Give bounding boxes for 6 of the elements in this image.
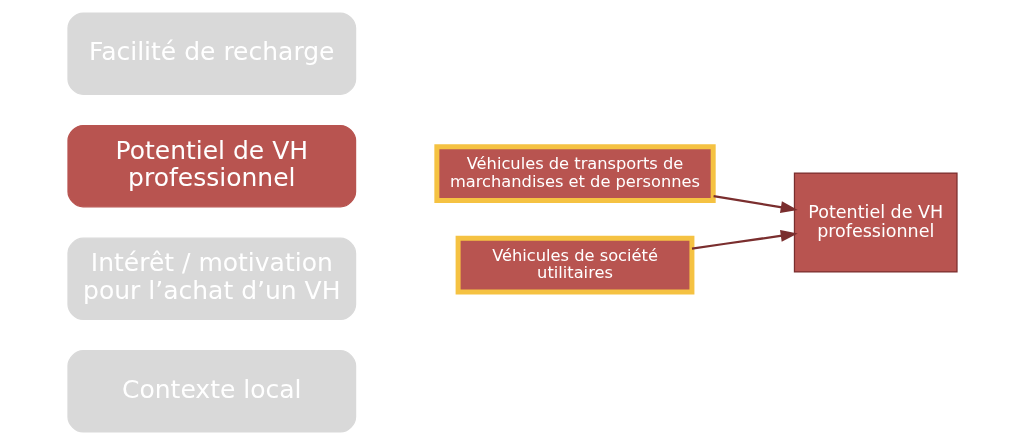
node-box: Véhicules de transports de marchandises et de personnes: [433, 144, 716, 204]
arrow: [691, 229, 798, 250]
node-box: Véhicules de société utilitaires: [455, 235, 694, 295]
arrow: [712, 195, 798, 214]
node-box: Potentiel de VH professionnel: [793, 172, 958, 273]
node-box: Potentiel de VH professionnel: [66, 124, 356, 208]
